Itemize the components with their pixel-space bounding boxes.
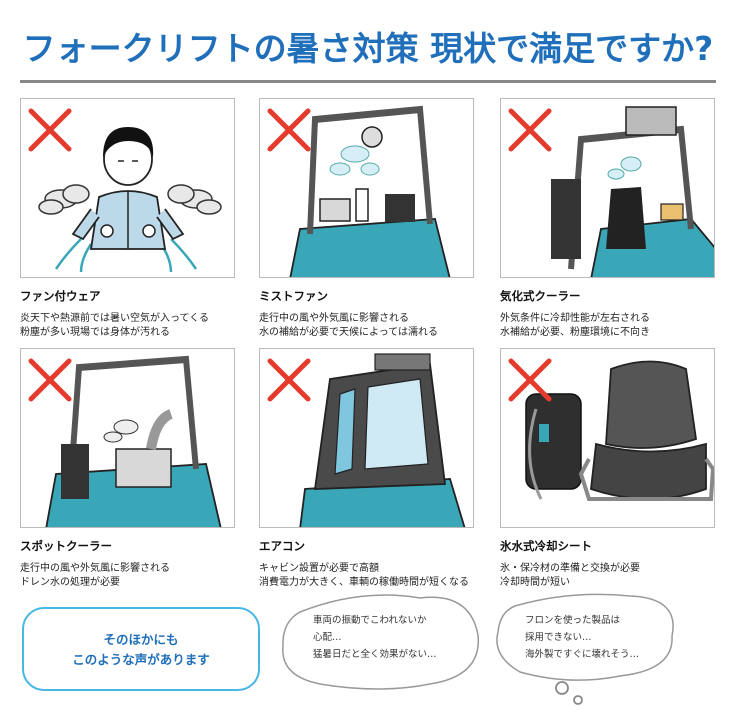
mist-fan-icon [267,105,451,277]
card-ice-cooling-seat: 氷水式冷却シート 氷・保冷材の準備と交換が必要 冷却時間が短い [500,348,715,590]
page-title: フォークリフトの暑さ対策 現状で満足ですか? [22,29,714,68]
card-illustration-frame [500,98,715,278]
card-fan-jacket: ファン付ウェア 炎天下や熱源前では暑い空気が入ってくる 粉塵が多い現場では身体が… [20,98,235,340]
fan-jacket-icon [28,108,222,273]
card-illustration-frame [20,348,235,528]
card-title: スポットクーラー [20,539,112,553]
thought-bubble-dot [573,695,583,705]
card-spot-cooler: スポットクーラー 走行中の風や外気風に影響される ドレン水の処理が必要 [20,348,235,590]
callout-line: このような声があります [72,652,210,667]
air-conditioner-icon [267,353,466,527]
card-illustration-frame [500,348,715,528]
card-title: 氷水式冷却シート [500,539,592,553]
card-evaporative-cooler: 気化式クーラー 外気条件に冷却性能が左右される 水補給が必要、粉塵環境に不向き [500,98,715,340]
card-description: 外気条件に冷却性能が左右される 水補給が必要、粉塵環境に不向き [500,313,650,338]
card-title: エアコン [259,539,305,553]
card-description: 氷・保冷材の準備と交換が必要 冷却時間が短い [500,563,640,588]
thought-bubble-dot [555,681,569,695]
title-divider [20,80,716,83]
thought-bubble-text: フロンを使った製品は 採用できない… 海外製ですぐに壊れそう… [525,615,640,660]
card-description: キャビン設置が必要で高額 消費電力が大きく、車輌の稼働時間が短くなる [259,563,469,588]
card-mist-fan: ミストファン 走行中の風や外気風に影響される 水の補給が必要で天候によっては濡れ… [259,98,474,340]
card-title: 気化式クーラー [500,289,581,303]
card-description: 走行中の風や外気風に影響される ドレン水の処理が必要 [20,563,170,588]
card-illustration-frame [259,348,474,528]
callout-line: そのほかにも [103,632,179,647]
ice-cooling-seat-icon [508,358,714,501]
other-voices-callout: そのほかにも このような声があります [22,607,260,691]
spot-cooler-icon [28,355,222,527]
card-illustration-frame [20,98,235,278]
card-description: 走行中の風や外気風に影響される 水の補給が必要で天候によっては濡れる [259,313,438,338]
thought-bubble-text: 車両の振動でこわれないか 心配… 猛暑日だと全く効果がない… [313,615,437,660]
card-title: ミストファン [259,289,328,303]
card-illustration-frame [259,98,474,278]
card-description: 炎天下や熱源前では暑い空気が入ってくる 粉塵が多い現場では身体が汚れる [20,313,209,338]
card-air-conditioner: エアコン キャビン設置が必要で高額 消費電力が大きく、車輌の稼働時間が短くなる [259,348,474,590]
card-title: ファン付ウェア [20,289,101,303]
evaporative-cooler-icon [508,106,714,277]
